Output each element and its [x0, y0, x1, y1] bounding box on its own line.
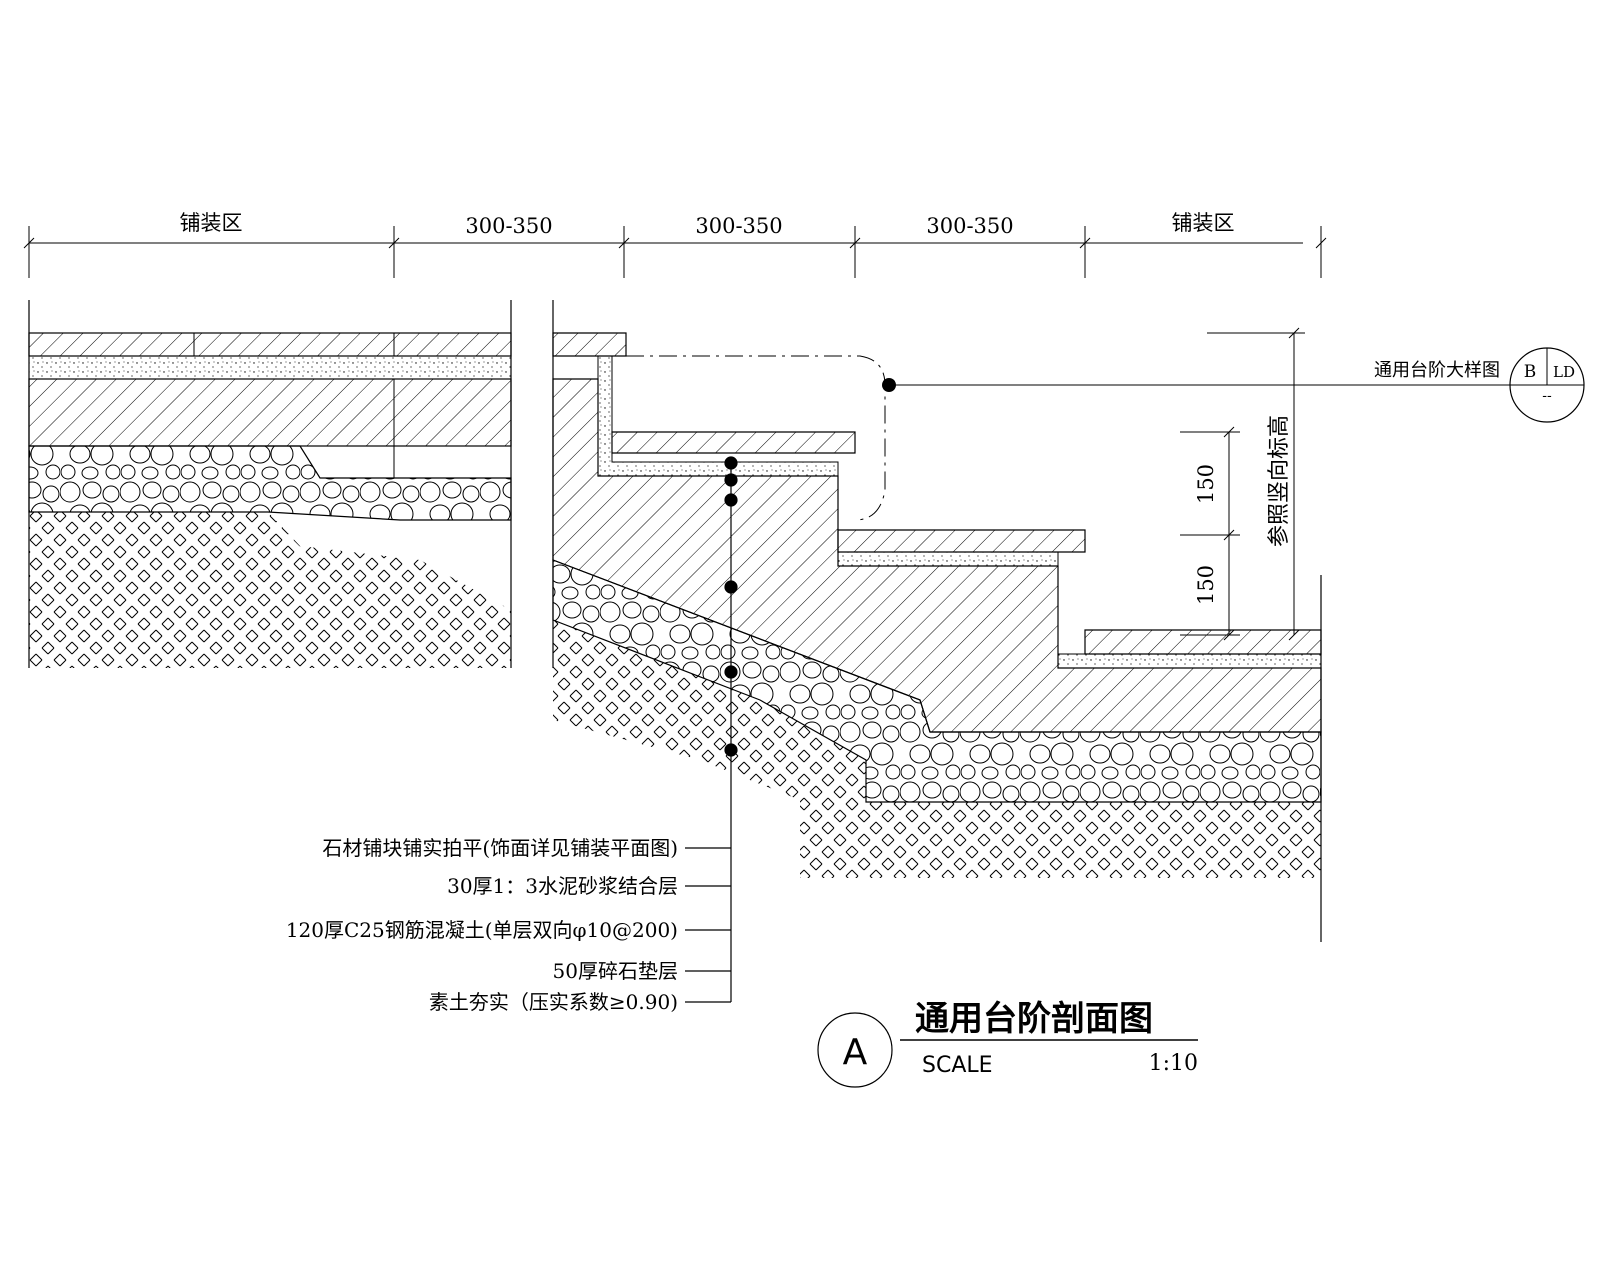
elevation-reference [1207, 327, 1305, 641]
step-stone-tread-4 [1084, 629, 1322, 655]
dim-label-paving-right: 铺装区 [1172, 211, 1235, 235]
riser-label-lower: 150 [1194, 565, 1218, 605]
steps-section [552, 300, 1322, 942]
dim-label-tread-1: 300-350 [465, 214, 552, 238]
step-stone-tread-2 [611, 431, 856, 454]
layer-label-stone: 石材铺块铺实拍平(饰面详见铺装平面图) [322, 836, 678, 860]
layer-leader [685, 456, 738, 1003]
layer-label-mortar: 30厚1：3水泥砂浆结合层 [447, 874, 678, 898]
step-soil-layer [553, 620, 1321, 878]
left-section [28, 300, 512, 668]
mortar-layer [28, 355, 512, 380]
layer-label-gravel: 50厚碎石垫层 [553, 959, 678, 983]
top-dimension [23, 226, 1327, 278]
dim-label-tread-3: 300-350 [926, 214, 1013, 238]
riser-dimension [1180, 426, 1240, 641]
detail-symbol-sheet: B [1524, 362, 1537, 382]
step-stone-tread-1 [552, 332, 627, 357]
drawing-title: 通用台阶剖面图 [915, 999, 1153, 1039]
concrete-layer [28, 378, 512, 447]
dim-label-paving-left: 铺装区 [180, 211, 243, 235]
title-marker: A [843, 1032, 868, 1073]
gravel-layer [28, 445, 512, 521]
scale-label: SCALE [922, 1053, 993, 1078]
detail-callout-text: 通用台阶大样图 [1374, 360, 1500, 381]
title-block [817, 1012, 1198, 1088]
step-stone-tread-3 [837, 529, 1086, 553]
detail-symbol-number: -- [1542, 388, 1552, 404]
scale-value: 1:10 [1149, 1051, 1198, 1076]
vertical-elevation-note: 参照竖向标高 [1267, 415, 1292, 547]
layer-label-soil: 素土夯实（压实系数≥0.90) [429, 990, 678, 1014]
riser-label-upper: 150 [1194, 464, 1218, 504]
stone-paving-layer [28, 332, 512, 357]
soil-layer [29, 512, 511, 668]
layer-label-concrete: 120厚C25钢筋混凝土(单层双向φ10@200) [286, 918, 678, 942]
dim-label-tread-2: 300-350 [695, 214, 782, 238]
detail-symbol-code: LD [1553, 363, 1575, 381]
detail-callout [882, 347, 1585, 423]
